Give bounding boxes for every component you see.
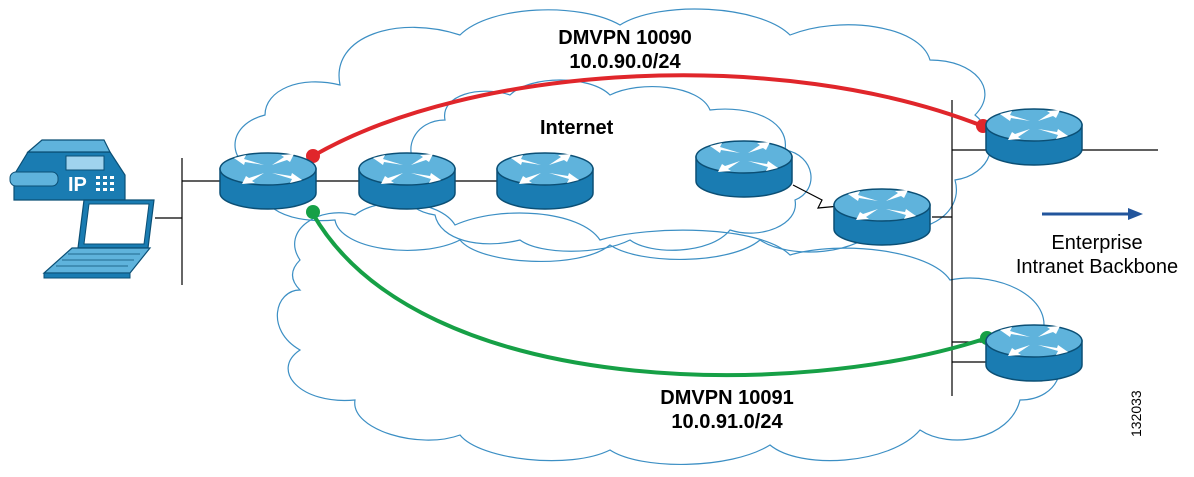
branch-router-icon xyxy=(219,152,317,210)
isp-router-3-icon xyxy=(695,140,793,198)
figure-id: 132033 xyxy=(1128,390,1144,437)
top-tunnel-label: DMVPN 10090 10.0.90.0/24 xyxy=(538,26,712,74)
hub-router-bottom-icon xyxy=(985,324,1083,382)
top-tunnel-name: DMVPN 10090 xyxy=(558,27,692,49)
ip-phone-icon xyxy=(9,139,126,201)
enterprise-label: Enterprise Intranet Backbone xyxy=(1002,231,1192,279)
hub-router-top-icon xyxy=(985,108,1083,166)
tunnel-green-path xyxy=(311,213,988,378)
lower-cloud xyxy=(276,202,1061,465)
tunnel-red-path xyxy=(311,73,986,158)
enterprise-label-line2: Intranet Backbone xyxy=(1015,256,1179,278)
tunnel-red-endpoint-left xyxy=(306,149,320,163)
isp-router-2-icon xyxy=(496,152,594,210)
enterprise-arrow-icon xyxy=(1042,208,1143,220)
enterprise-label-line1: Enterprise xyxy=(1051,232,1143,254)
tunnel-green-endpoint-left xyxy=(306,205,320,219)
bottom-tunnel-name: DMVPN 10091 xyxy=(660,387,794,409)
isp-router-1-icon xyxy=(358,152,456,210)
bottom-tunnel-subnet: 10.0.91.0/24 xyxy=(671,411,783,433)
top-tunnel-subnet: 10.0.90.0/24 xyxy=(569,51,681,73)
internet-label: Internet xyxy=(540,117,614,139)
isp-router-4-icon xyxy=(833,188,931,246)
phone-ip-label: IP xyxy=(68,174,87,196)
bottom-tunnel-label: DMVPN 10091 10.0.91.0/24 xyxy=(640,386,814,434)
inner-internet-cloud xyxy=(403,79,812,252)
laptop-icon xyxy=(42,199,155,279)
